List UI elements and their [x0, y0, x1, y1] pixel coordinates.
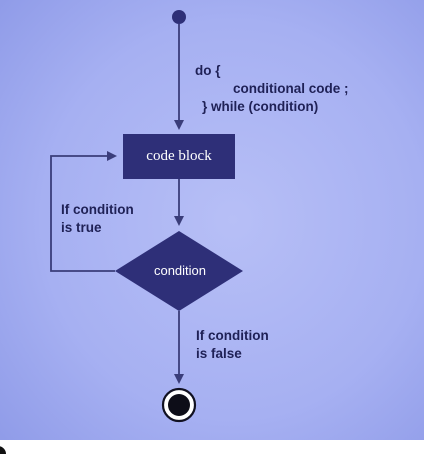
code-snippet-line-2: conditional code ;	[233, 81, 349, 96]
end-node	[161, 387, 197, 423]
condition-diamond	[115, 231, 243, 311]
code-block-label: code block	[146, 148, 212, 164]
true-edge-label-line-1: If condition	[61, 202, 134, 217]
code-snippet-line-1: do {	[195, 63, 221, 78]
condition-label: condition	[153, 263, 207, 278]
diagram-background	[0, 0, 424, 440]
corner-mark	[0, 446, 6, 454]
loop-back-true-path	[50, 151, 117, 272]
true-edge-label-line-2: is true	[61, 220, 102, 235]
code-snippet-line-3: } while (condition)	[202, 99, 319, 114]
false-edge-label-line-1: If condition	[196, 328, 269, 343]
code-block-box	[123, 134, 235, 179]
false-edge-label-line-2: is false	[196, 346, 242, 361]
start-node	[172, 10, 186, 24]
